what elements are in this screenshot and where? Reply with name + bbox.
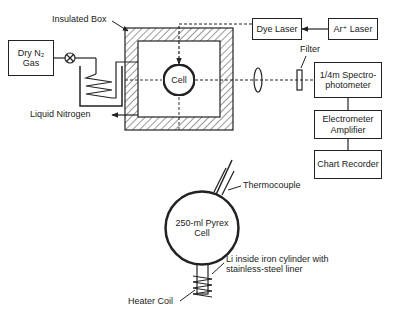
callout-label: Heater Coil [128,296,173,306]
gas-source-box: Dry N₂ Gas [8,40,54,76]
node-text: Chart Recorder [315,158,381,170]
callout-label: Li inside iron cylinder with stainless-s… [226,254,344,275]
node-text: 250-ml Pyrex Cell [173,217,231,240]
laser-box: Ar⁺ Laser [328,18,378,40]
sample-cell: Cell [163,64,195,96]
instrument-box: Electrometer Amplifier [314,110,382,139]
valve-symbol [65,53,75,63]
connector [347,98,348,110]
callout-label: Thermocouple [243,180,301,190]
node-text: Ar⁺ Laser [332,23,375,35]
node-text: 1/4m Spectro- photometer [315,69,381,92]
instrument-box: Chart Recorder [314,150,382,179]
connector [195,79,314,80]
connector [347,139,348,150]
connector [302,28,328,29]
callout-label: Insulated Box [52,14,107,24]
heater-coil [193,276,212,297]
dewar [80,66,122,106]
node-text: Dye Laser [254,23,299,35]
node-text: Cell [169,74,189,86]
node-text: Electrometer Amplifier [315,113,381,136]
laser-box: Dye Laser [252,18,302,40]
node-text: Dry N₂ Gas [9,47,53,70]
instrument-box: 1/4m Spectro- photometer [314,62,382,98]
callout-label: Filter [300,44,320,54]
connector [179,24,252,64]
callout-label: Liquid Nitrogen [30,109,91,119]
gas-line [52,58,138,115]
